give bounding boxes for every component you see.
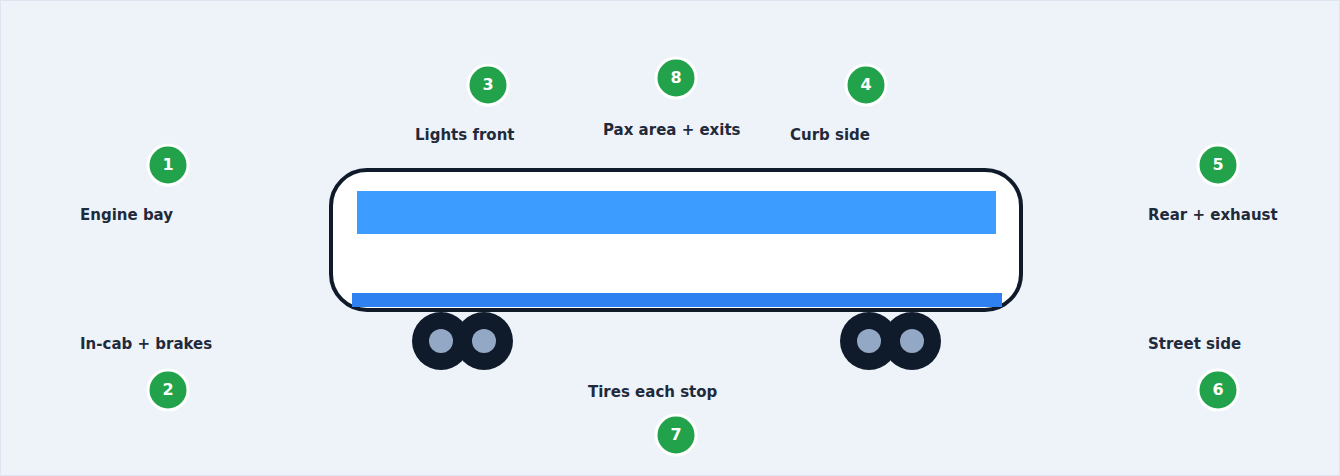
- callout-label: Lights front: [415, 126, 515, 144]
- callout-marker: 4Curb side: [844, 63, 888, 107]
- callout-marker: 6Street side: [1196, 368, 1240, 412]
- callout-marker: 7Tires each stop: [654, 413, 698, 457]
- callout-number: 6: [1196, 368, 1240, 412]
- callout-marker: 8Pax area + exits: [654, 56, 698, 100]
- wheel-pair: [840, 312, 941, 370]
- body-stripe: [352, 293, 1002, 307]
- callout-marker: 1Engine bay: [146, 143, 190, 187]
- callout-marker: 3Lights front: [466, 63, 510, 107]
- callout-marker: 5Rear + exhaust: [1196, 143, 1240, 187]
- callout-number: 2: [146, 368, 190, 412]
- window-band: [357, 191, 996, 234]
- wheel-pair: [412, 312, 513, 370]
- callout-label: Street side: [1148, 335, 1241, 353]
- callout-number: 4: [844, 63, 888, 107]
- callout-number: 5: [1196, 143, 1240, 187]
- callout-label: Curb side: [790, 126, 870, 144]
- bus-body: [331, 170, 1021, 310]
- callout-label: In-cab + brakes: [80, 335, 212, 353]
- callout-label: Rear + exhaust: [1148, 206, 1278, 224]
- callout-number: 1: [146, 143, 190, 187]
- callout-number: 3: [466, 63, 510, 107]
- callout-label: Tires each stop: [588, 383, 717, 401]
- callout-marker: 2In-cab + brakes: [146, 368, 190, 412]
- callout-label: Engine bay: [80, 206, 173, 224]
- callout-number: 8: [654, 56, 698, 100]
- callout-number: 7: [654, 413, 698, 457]
- callout-label: Pax area + exits: [603, 121, 741, 139]
